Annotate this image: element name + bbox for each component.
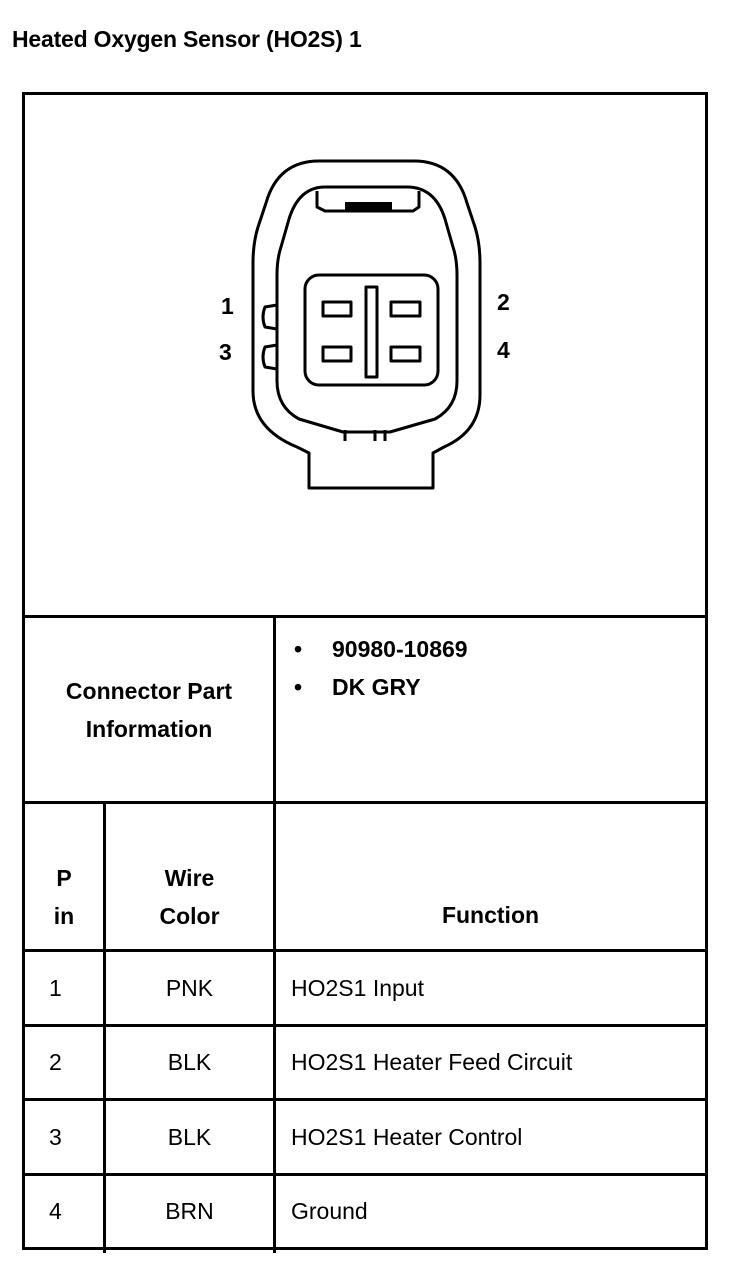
divider xyxy=(25,1098,705,1101)
page-title: Heated Oxygen Sensor (HO2S) 1 xyxy=(12,26,362,52)
row-2-function: HO2S1 Heater Feed Circuit xyxy=(291,1049,573,1075)
key-marker xyxy=(345,202,392,211)
row-1-function: HO2S1 Input xyxy=(291,974,424,1001)
divider xyxy=(25,1024,705,1027)
row-3-function: HO2S1 Heater Control xyxy=(291,1123,523,1150)
column-divider xyxy=(103,801,106,1253)
part-number: 90980-10869 xyxy=(276,630,468,668)
row-4-color: BRN xyxy=(165,1198,214,1224)
connector-face-drawing xyxy=(251,159,482,490)
divider xyxy=(25,949,705,952)
divider xyxy=(25,615,705,618)
row-2-pin: 2 xyxy=(49,1049,62,1075)
divider xyxy=(25,1173,705,1176)
part-info-values: 90980-10869 DK GRY xyxy=(276,630,705,790)
row-4-pin: 4 xyxy=(49,1198,62,1224)
part-info-label: Connector Part Information xyxy=(65,677,233,742)
header-wire-color: Wire Color xyxy=(159,864,220,929)
pin-label-2: 2 xyxy=(497,289,510,315)
row-1-pin: 1 xyxy=(49,974,62,1001)
header-pin: P in xyxy=(53,864,75,929)
pin-label-4: 4 xyxy=(497,337,510,363)
connector-color: DK GRY xyxy=(276,668,468,706)
divider xyxy=(25,801,705,804)
pin-label-3: 3 xyxy=(219,339,232,365)
row-3-pin: 3 xyxy=(49,1123,62,1150)
column-divider xyxy=(273,615,276,1253)
connector-table: 1 2 3 4 Connector Part Information 90980… xyxy=(22,92,708,1253)
row-4-function: Ground xyxy=(291,1198,368,1224)
pin-label-1: 1 xyxy=(221,293,234,319)
header-function: Function xyxy=(441,902,540,928)
row-1-color: PNK xyxy=(165,974,214,1001)
part-info-list: 90980-10869 DK GRY xyxy=(276,630,468,790)
row-3-color: BLK xyxy=(167,1123,212,1150)
connector-diagram: 1 2 3 4 xyxy=(25,95,705,615)
row-2-color: BLK xyxy=(167,1049,212,1075)
